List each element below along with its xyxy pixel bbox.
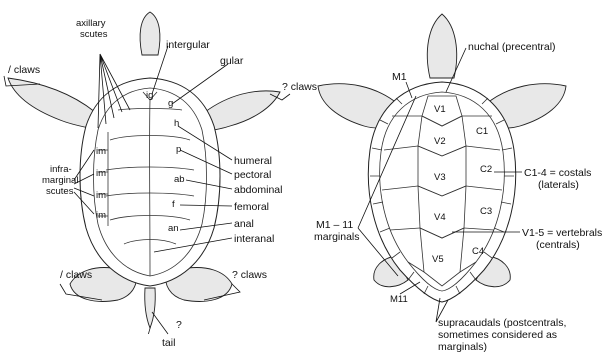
code-im-3: im (96, 190, 106, 201)
label-costals-l1: C1-4 = costals (524, 167, 591, 179)
label-marginals-l2: marginals (314, 231, 360, 243)
label-claws-bottom-left: / claws (60, 269, 92, 281)
carapace-head (427, 14, 456, 78)
code-v1: V1 (434, 104, 446, 115)
code-ig: ig (146, 90, 153, 101)
label-costals-l2: (laterals) (538, 179, 579, 191)
label-tail: tail (162, 337, 175, 349)
code-v2: V2 (434, 136, 446, 147)
code-im-2: im (96, 168, 106, 179)
label-supracaudals-l3: marginals) (438, 341, 487, 353)
leader-tail (152, 312, 168, 334)
label-supracaudals-l1: supracaudals (postcentrals, (438, 317, 566, 329)
code-p: p (176, 144, 181, 155)
code-f: f (172, 199, 175, 210)
code-c3: C3 (480, 206, 492, 217)
code-c2: C2 (480, 164, 492, 175)
code-ab: ab (174, 174, 185, 185)
label-claws-top-left: / claws (8, 64, 40, 76)
label-axillary-l2: scutes (80, 29, 108, 40)
code-h: h (174, 118, 179, 129)
label-m11: M11 (390, 294, 408, 305)
label-axillary-l1: axillary (76, 18, 106, 29)
label-claws-bottom-right: ? claws (232, 269, 267, 281)
carapace-view: V1 V2 V3 V4 V5 C1 C2 C3 C4 nuchal (prece… (314, 14, 605, 353)
plastron-view: ig g h p ab f an im im im im axillary sc… (4, 12, 317, 349)
label-gular: gular (220, 55, 244, 67)
label-m1: M1 (392, 71, 407, 83)
code-v3: V3 (434, 172, 446, 183)
leader-gular (172, 64, 228, 104)
label-vertebrals-l2: (centrals) (536, 239, 580, 251)
code-im-1: im (96, 146, 106, 157)
label-vertebrals-l1: V1-5 = vertebrals (522, 227, 602, 239)
code-an: an (168, 223, 179, 234)
label-axillary-scutes: axillary scutes (76, 18, 108, 40)
label-pectoral: pectoral (234, 169, 271, 181)
code-c4: C4 (472, 246, 484, 257)
label-infra-l2: marginal (42, 175, 78, 186)
label-anal: anal (234, 218, 254, 230)
label-infra-l3: scutes (46, 186, 74, 197)
label-inframarginal-scutes: infra- marginal scutes (42, 164, 81, 197)
label-abdominal: abdominal (234, 184, 282, 196)
label-vertebrals: V1-5 = vertebrals (centrals) (522, 227, 605, 251)
label-marginals-l1: M1 – 11 (316, 219, 353, 231)
label-supracaudals: supracaudals (postcentrals, sometimes co… (438, 317, 569, 353)
label-intergular: intergular (166, 39, 210, 51)
code-im-4: im (96, 210, 106, 221)
label-question-mark: ? (176, 319, 182, 331)
label-infra-l1: infra- (50, 164, 72, 175)
plastron-head (140, 12, 160, 55)
label-humeral: humeral (234, 155, 272, 167)
label-marginals: M1 – 11 marginals (314, 219, 360, 243)
label-nuchal: nuchal (precentral) (468, 41, 556, 53)
label-costals: C1-4 = costals (laterals) (524, 167, 594, 191)
plastron-tail (145, 288, 156, 328)
label-claws-top-right: ? claws (282, 81, 317, 93)
code-c1: C1 (476, 126, 488, 137)
label-femoral: femoral (234, 201, 269, 213)
left-front-flipper (8, 78, 100, 130)
label-supracaudals-l2: sometimes considered as (438, 329, 557, 341)
label-interanal: interanal (234, 233, 274, 245)
code-v4: V4 (434, 212, 446, 223)
label-slash-mark: / (148, 325, 151, 337)
code-v5: V5 (432, 254, 444, 265)
